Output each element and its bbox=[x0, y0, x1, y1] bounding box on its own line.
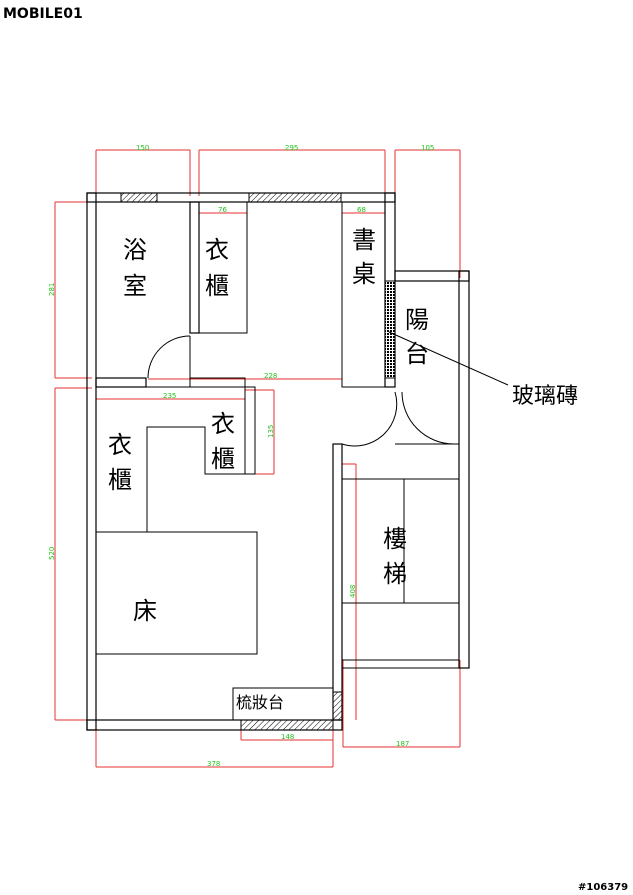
label-vanity: 梳妝台 bbox=[236, 693, 284, 712]
label-desk-2: 桌 bbox=[352, 260, 376, 288]
dim-top-left: 150 bbox=[136, 144, 149, 152]
dim-bottom-right: 187 bbox=[396, 740, 409, 748]
label-stairs-2: 梯 bbox=[383, 560, 407, 588]
bedroom-window bbox=[248, 192, 342, 203]
room-labels: 浴 室 衣 櫃 書 桌 陽 台 衣 櫃 衣 櫃 樓 梯 床 梳妝台 bbox=[108, 226, 429, 712]
label-stairs-1: 樓 bbox=[383, 525, 407, 553]
dimension-labels: 150 295 105 76 68 281 520 235 228 135 40… bbox=[48, 144, 434, 768]
callout-glass-brick: 玻璃磚 bbox=[512, 384, 578, 409]
logo-text: MOBILE01 bbox=[3, 6, 83, 22]
dim-bottom-total: 378 bbox=[207, 760, 220, 768]
label-balcony-1: 陽 bbox=[405, 306, 429, 334]
label-bathroom-2: 室 bbox=[123, 272, 147, 300]
dim-corridor: 228 bbox=[264, 372, 277, 380]
doors bbox=[147, 335, 455, 447]
watermark-logo: MOBILE01 bbox=[3, 6, 83, 22]
dim-desk: 68 bbox=[357, 206, 366, 214]
bathroom-window bbox=[120, 192, 158, 203]
dim-top-right: 105 bbox=[421, 144, 434, 152]
image-number: #106379 bbox=[578, 882, 628, 893]
vanity-window bbox=[332, 691, 343, 721]
label-desk-1: 書 bbox=[352, 226, 376, 254]
label-balcony-2: 台 bbox=[405, 340, 429, 368]
dim-wardrobe-mid: 135 bbox=[267, 425, 275, 438]
label-wardrobe-top-2: 櫃 bbox=[205, 272, 229, 300]
dim-left-lower: 520 bbox=[48, 547, 56, 560]
glass-brick-wall bbox=[384, 280, 396, 379]
dim-wardrobe-top: 76 bbox=[218, 206, 227, 214]
label-wardrobe-mid-2: 櫃 bbox=[211, 445, 235, 473]
label-wardrobe-left-1: 衣 bbox=[108, 431, 132, 459]
dim-vanity: 148 bbox=[281, 733, 294, 741]
callout-leader bbox=[388, 331, 509, 386]
dim-stairs: 408 bbox=[349, 585, 357, 598]
label-wardrobe-left-2: 櫃 bbox=[108, 466, 132, 494]
bottom-window bbox=[240, 719, 334, 731]
dim-left-upper: 281 bbox=[48, 283, 56, 296]
dim-bedroom-top: 235 bbox=[163, 392, 176, 400]
walls bbox=[86, 192, 470, 731]
label-wardrobe-top-1: 衣 bbox=[205, 236, 229, 264]
label-wardrobe-mid-1: 衣 bbox=[211, 410, 235, 438]
dim-top-mid: 295 bbox=[285, 144, 298, 152]
windows bbox=[120, 192, 396, 731]
label-bed: 床 bbox=[133, 597, 157, 625]
label-bathroom-1: 浴 bbox=[123, 236, 147, 264]
